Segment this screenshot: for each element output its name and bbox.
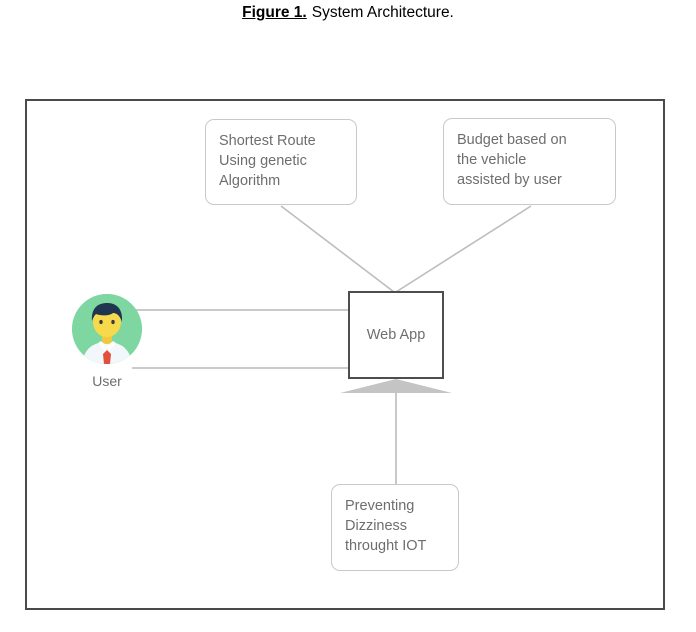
figure-number: Figure 1. [242,4,307,21]
figure-caption: Figure 1.System Architecture. [0,4,696,22]
user-avatar-icon [72,294,142,364]
actor-user-label: User [92,373,122,389]
note-shortest-route: Shortest Route Using genetic Algorithm [205,119,357,205]
note-budget: Budget based on the vehicle assisted by … [443,118,616,205]
node-web-app-label: Web App [366,327,426,343]
note-preventing-dizziness: Preventing Dizziness throught IOT [331,484,459,571]
actor-user: User [71,294,143,402]
node-web-app: Web App [348,291,444,379]
page-title: System Architecture. [311,4,454,21]
